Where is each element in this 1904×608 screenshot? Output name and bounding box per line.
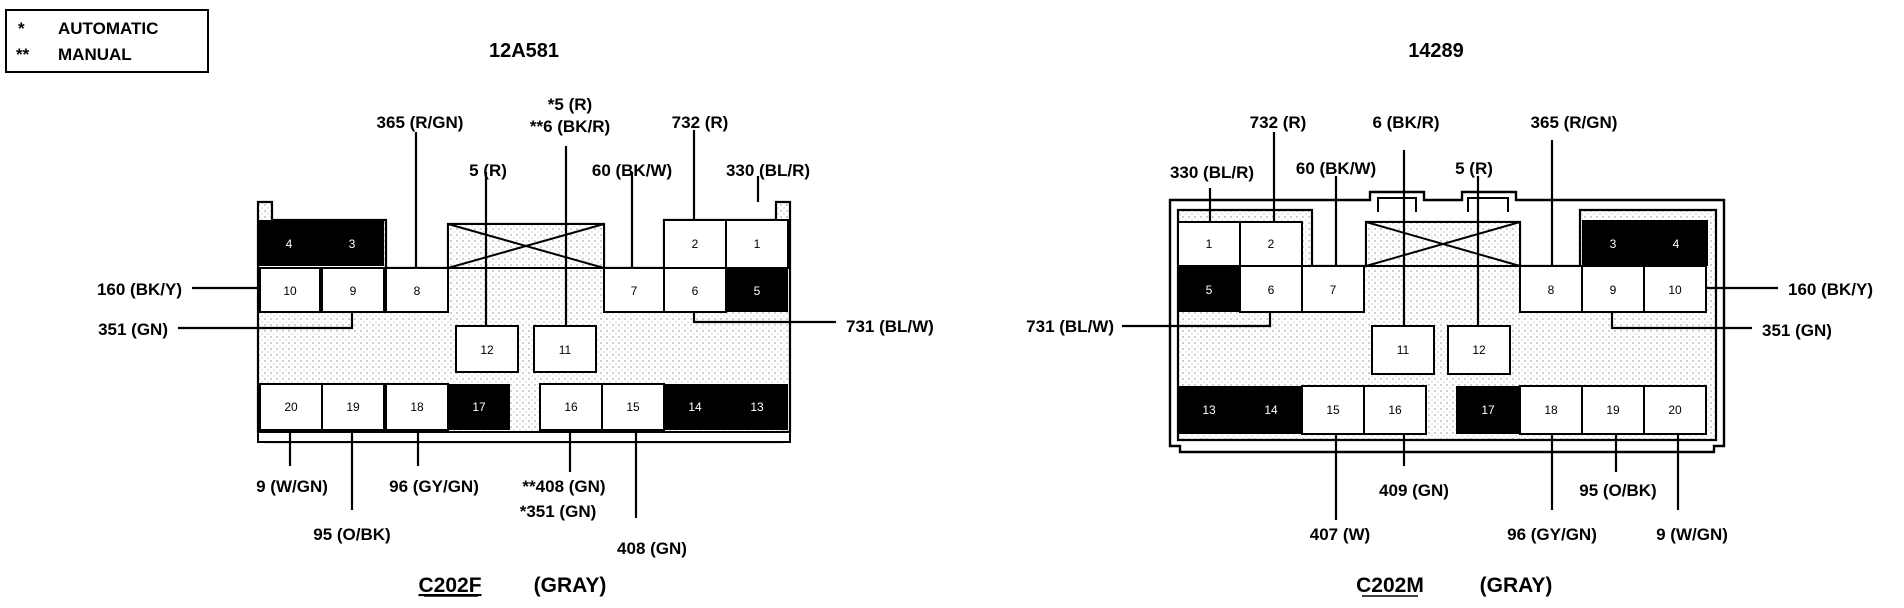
left-pin-16: 16	[564, 400, 578, 414]
left-wire-5-automatic: *5 (R)	[548, 95, 592, 114]
left-wire-351-automatic: *351 (GN)	[520, 502, 597, 521]
right-pin-15: 15	[1326, 403, 1340, 417]
left-wire-160: 160 (BK/Y)	[97, 280, 182, 299]
left-pin-3: 3	[349, 237, 356, 251]
left-wire-60: 60 (BK/W)	[592, 161, 672, 180]
right-wire-732: 732 (R)	[1250, 113, 1307, 132]
legend-manual-text: MANUAL	[58, 45, 132, 64]
left-wire-5: 5 (R)	[469, 161, 507, 180]
right-wire-407: 407 (W)	[1310, 525, 1370, 544]
right-pin-9: 9	[1610, 283, 1617, 297]
right-pin-18: 18	[1544, 403, 1558, 417]
left-pin-11: 11	[559, 343, 572, 357]
left-pin-8: 8	[414, 284, 421, 298]
legend-automatic-mark: *	[18, 19, 25, 38]
right-wire-409: 409 (GN)	[1379, 481, 1449, 500]
left-connector-name: C202F	[418, 574, 481, 597]
left-pin-1: 1	[754, 237, 761, 251]
left-pin-9: 9	[350, 284, 357, 298]
legend-automatic-text: AUTOMATIC	[58, 19, 158, 38]
right-pin-16: 16	[1388, 403, 1402, 417]
right-pin-7: 7	[1330, 283, 1337, 297]
left-pin-4: 4	[286, 237, 293, 251]
right-wire-351: 351 (GN)	[1762, 321, 1832, 340]
left-wire-351: 351 (GN)	[98, 320, 168, 339]
connector-c202f: 12A581 4 3 2 1 10 9 8 7 6 5	[97, 40, 934, 597]
left-pin-19: 19	[346, 400, 360, 414]
connector-c202m: 14289 1 2 3 4 5 6 7 8	[1026, 40, 1873, 597]
right-pin-20: 20	[1668, 403, 1682, 417]
left-wire-6-manual: **6 (BK/R)	[530, 117, 610, 136]
right-pin-6: 6	[1268, 283, 1275, 297]
right-key-cross	[1365, 221, 1521, 267]
right-wire-9: 9 (W/GN)	[1656, 525, 1728, 544]
right-pin-12: 12	[1472, 343, 1486, 357]
legend-manual-mark: **	[16, 45, 30, 64]
right-pin-11: 11	[1397, 343, 1410, 357]
left-connector-color: (GRAY)	[534, 574, 607, 597]
right-wire-6: 6 (BK/R)	[1372, 113, 1439, 132]
left-key-cross	[447, 223, 605, 269]
right-pin-3: 3	[1610, 237, 1617, 251]
right-pin-4: 4	[1673, 237, 1680, 251]
left-pin-7: 7	[631, 284, 638, 298]
left-wire-95: 95 (O/BK)	[313, 525, 390, 544]
left-pin-13: 13	[750, 400, 764, 414]
right-wire-330: 330 (BL/R)	[1170, 163, 1254, 182]
left-wire-408-manual: **408 (GN)	[522, 477, 605, 496]
left-wire-365: 365 (R/GN)	[377, 113, 464, 132]
right-wire-5: 5 (R)	[1455, 159, 1493, 178]
left-wire-9: 9 (W/GN)	[256, 477, 328, 496]
right-pin-14: 14	[1264, 403, 1278, 417]
left-pin-20: 20	[284, 400, 298, 414]
left-pin-6: 6	[692, 284, 699, 298]
right-wire-60: 60 (BK/W)	[1296, 159, 1376, 178]
left-wire-731: 731 (BL/W)	[846, 317, 934, 336]
left-pin-2: 2	[692, 237, 699, 251]
left-wire-lines	[178, 130, 836, 518]
right-connector-name: C202M	[1356, 574, 1424, 597]
right-wire-95: 95 (O/BK)	[1579, 481, 1656, 500]
left-pin-15: 15	[626, 400, 640, 414]
legend: * AUTOMATIC ** MANUAL	[5, 9, 209, 73]
right-pin-1: 1	[1206, 237, 1213, 251]
right-wire-160: 160 (BK/Y)	[1788, 280, 1873, 299]
right-pin-2: 2	[1268, 237, 1275, 251]
right-pin-17: 17	[1481, 403, 1495, 417]
left-wire-732: 732 (R)	[672, 113, 729, 132]
right-wire-lines	[1122, 132, 1778, 520]
right-part-number: 14289	[1408, 40, 1464, 62]
right-pin-19: 19	[1606, 403, 1620, 417]
left-pin-14: 14	[688, 400, 702, 414]
right-wire-96: 96 (GY/GN)	[1507, 525, 1597, 544]
right-wire-731: 731 (BL/W)	[1026, 317, 1114, 336]
right-latch	[1377, 197, 1509, 212]
left-pin-17: 17	[472, 400, 486, 414]
right-pin-10: 10	[1668, 283, 1682, 297]
left-pin-12: 12	[480, 343, 494, 357]
right-wire-365: 365 (R/GN)	[1531, 113, 1618, 132]
left-wire-96: 96 (GY/GN)	[389, 477, 479, 496]
right-connector-color: (GRAY)	[1480, 574, 1553, 597]
left-part-number: 12A581	[489, 40, 559, 62]
left-pin-18: 18	[410, 400, 424, 414]
left-wire-330: 330 (BL/R)	[726, 161, 810, 180]
left-pin-10: 10	[283, 284, 297, 298]
right-pin-13: 13	[1202, 403, 1216, 417]
right-pin-5: 5	[1206, 283, 1213, 297]
left-pin-5: 5	[754, 284, 761, 298]
left-wire-408: 408 (GN)	[617, 539, 687, 558]
right-pin-8: 8	[1548, 283, 1555, 297]
